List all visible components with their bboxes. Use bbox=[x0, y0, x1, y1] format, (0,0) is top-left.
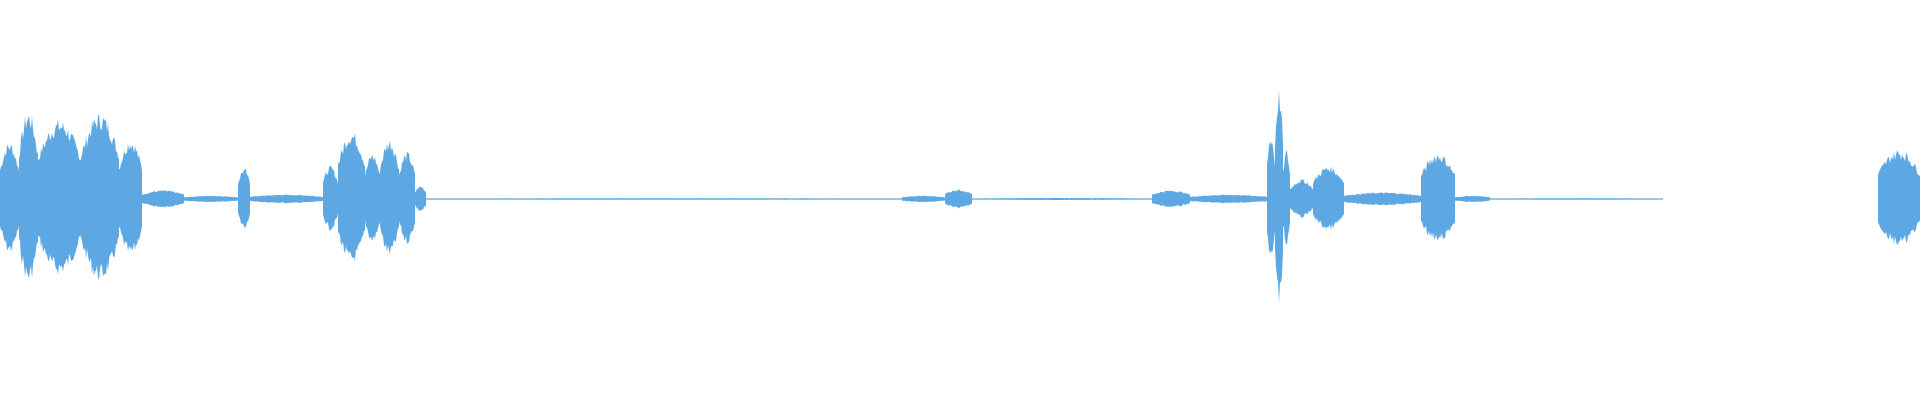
waveform-segment bbox=[1152, 190, 1190, 208]
waveform-segment bbox=[1283, 150, 1290, 245]
waveform-segment bbox=[426, 198, 902, 200]
waveform-segment bbox=[1455, 195, 1490, 203]
waveform-segment bbox=[338, 133, 365, 262]
waveform-segment bbox=[238, 168, 250, 228]
waveform-segment bbox=[399, 151, 415, 245]
waveform-segment bbox=[1313, 165, 1344, 231]
waveform-segment bbox=[142, 190, 184, 208]
waveform-segment bbox=[1190, 194, 1267, 204]
waveform-segment bbox=[81, 113, 119, 280]
waveform-segment bbox=[38, 119, 81, 275]
waveform-segment bbox=[1878, 151, 1920, 245]
waveform-segment bbox=[945, 189, 972, 209]
waveform-segment bbox=[250, 194, 323, 204]
waveform-segment bbox=[1267, 141, 1275, 254]
waveform-amplitude-bars bbox=[0, 90, 1920, 303]
waveform-segment bbox=[323, 165, 338, 231]
waveform-segment bbox=[380, 140, 399, 255]
waveform-segment bbox=[184, 195, 238, 203]
waveform-segment bbox=[1275, 90, 1283, 303]
waveform-segment bbox=[972, 197, 1152, 201]
waveform-segment bbox=[902, 195, 945, 202]
waveform-segment bbox=[1290, 179, 1313, 218]
waveform-segment bbox=[19, 116, 38, 278]
waveform-segment bbox=[365, 154, 380, 241]
waveform-segment bbox=[1490, 198, 1663, 200]
waveform-segment bbox=[0, 144, 19, 251]
waveform-segment bbox=[119, 144, 142, 252]
waveform-segment bbox=[1344, 192, 1421, 206]
waveform-segment bbox=[1421, 155, 1455, 241]
waveform-segment bbox=[415, 186, 426, 211]
